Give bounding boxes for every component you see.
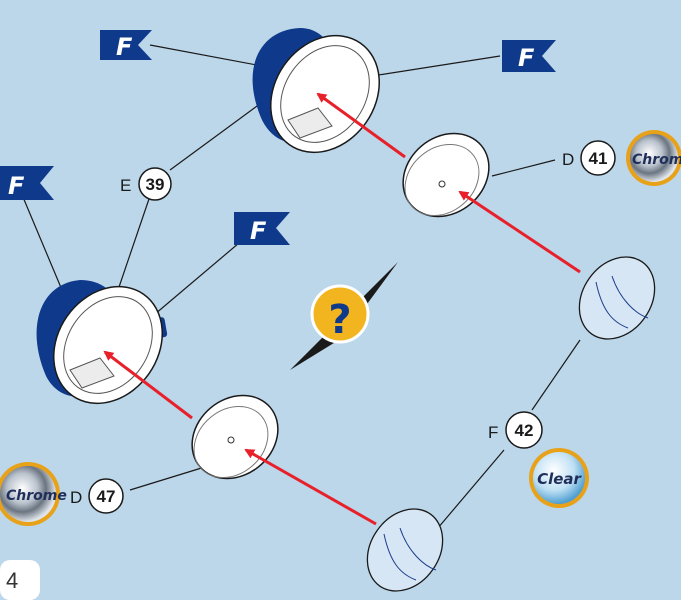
callout-number: 42 (515, 421, 534, 440)
help-badge[interactable]: ? (310, 284, 370, 344)
arrow-disc-to-housing-bottom (103, 350, 193, 420)
flag-letter: F (250, 217, 267, 245)
leader-line (371, 55, 501, 77)
flag-top-right: F (502, 40, 556, 72)
arrow-lens-to-disc-top (458, 190, 581, 274)
chrome-badge-top: Chrom (626, 130, 681, 186)
leader-line (531, 339, 581, 411)
flag-top-left: F (100, 30, 152, 61)
connector-lines (19, 44, 581, 536)
clear-lens-lower (366, 508, 444, 592)
clear-badge: Clear (529, 448, 589, 508)
page-number: 4 (6, 568, 19, 593)
callout-number: 41 (589, 149, 608, 168)
flag-letter: F (8, 172, 25, 200)
headlight-housing-top (252, 28, 380, 154)
flag-left: F (0, 166, 54, 200)
callout-E39: E 39 (120, 167, 172, 201)
flag-letter: F (116, 33, 133, 61)
chrome-badge-bottom: Chrome (0, 462, 67, 526)
leader-line (19, 189, 63, 291)
flag-middle: F (234, 212, 290, 245)
callout-number: 39 (146, 175, 165, 194)
reflector-disc-lower (191, 394, 279, 480)
callout-letter: F (488, 423, 498, 442)
callout-number: 47 (97, 487, 116, 506)
clear-label: Clear (537, 470, 582, 488)
leader-line (491, 159, 556, 177)
assembly-arrows (103, 92, 581, 526)
leader-line (147, 231, 253, 321)
arrow-disc-to-housing-top (316, 92, 406, 159)
leader-line (117, 195, 151, 291)
callout-D47: D 47 (70, 478, 124, 514)
clear-lens-upper (578, 256, 656, 340)
flag-letter: F (518, 44, 535, 72)
chrome-label: Chrome (6, 488, 67, 504)
headlight-housing-bottom (36, 280, 168, 405)
leader-line (129, 465, 209, 491)
help-icon: ? (328, 297, 351, 343)
callout-letter: E (120, 176, 131, 195)
leader-line (149, 44, 263, 67)
leader-line (169, 97, 269, 171)
callout-F42: F 42 (488, 411, 543, 449)
callout-D41: D 41 (562, 140, 616, 176)
chrome-label: Chrom (632, 152, 681, 168)
leader-line (431, 449, 505, 536)
callout-letter: D (70, 488, 82, 507)
arrow-lens-to-disc-bottom (244, 448, 377, 526)
reflector-disc-upper (402, 132, 490, 218)
callout-letter: D (562, 150, 574, 169)
